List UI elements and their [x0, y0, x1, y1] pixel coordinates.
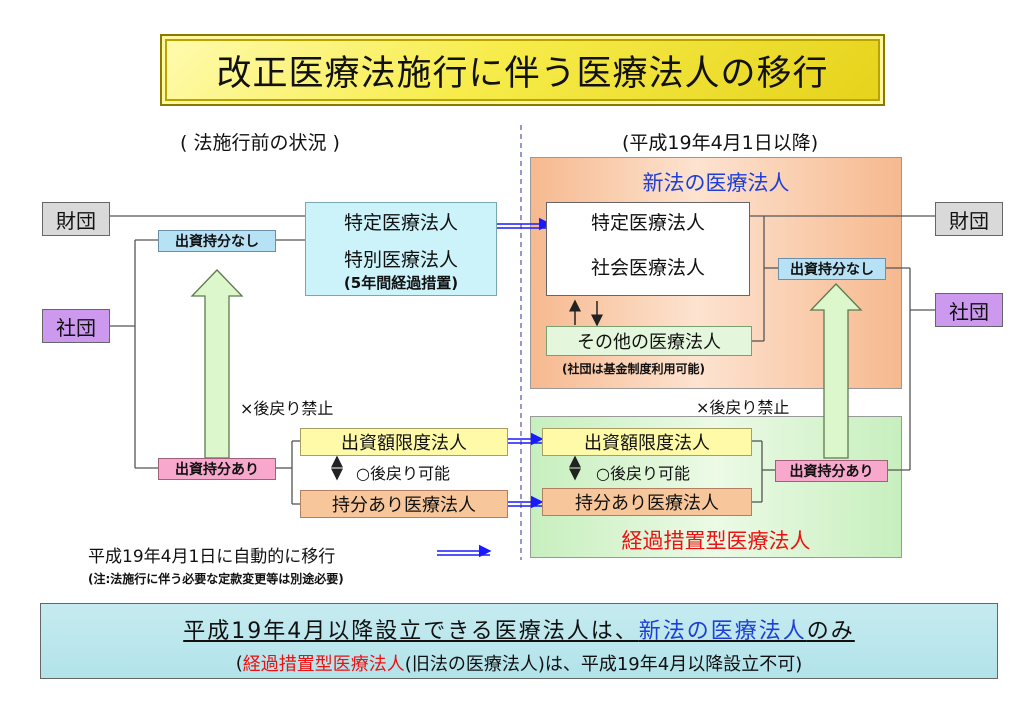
new-tokutei-label: 特定医療法人 — [590, 211, 705, 234]
page-title: 改正医療法施行に伴う医療法人の移行 — [160, 34, 885, 106]
bottom-line1-pre: 平成19年4月以降設立できる医療法人は、 — [183, 619, 639, 644]
old-specified-special-box — [305, 202, 497, 296]
old-tokutei-label: 特定医療法人 — [343, 211, 458, 234]
old-mochibun-box: 持分あり医療法人 — [300, 490, 508, 518]
old-transition-note: (5年間経過措置) — [343, 273, 459, 292]
bottom-line-2: (経過措置型医療法人(旧法の医療法人)は、平成19年4月以降設立不可) — [41, 650, 997, 676]
keika-reversible-note: ○後戻り可能 — [596, 464, 690, 483]
bottom-line2-highlight: 経過措置型医療法人 — [242, 654, 405, 675]
bottom-line2-open: ( — [235, 652, 243, 674]
keika-mochibun-box: 持分あり医療法人 — [542, 488, 752, 516]
right-zaidan-label: 財団 — [935, 202, 1003, 236]
keika-gendo-box: 出資額限度法人 — [542, 428, 752, 456]
bottom-line1-post: のみ — [806, 619, 855, 644]
old-gendo-box: 出資額限度法人 — [300, 428, 508, 456]
right-no-equity-tag: 出資持分なし — [778, 258, 886, 280]
new-sonota-box: その他の医療法人 — [546, 326, 752, 356]
new-law-panel-title: 新法の医療法人 — [642, 171, 790, 195]
bottom-line-1: 平成19年4月以降設立できる医療法人は、新法の医療法人のみ — [41, 608, 997, 650]
right-shadan-label: 社団 — [935, 293, 1003, 327]
new-shakai-label: 社会医療法人 — [590, 256, 705, 279]
new-tokutei-shakai-box — [546, 202, 750, 296]
right-with-equity-tag: 出資持分あり — [775, 460, 888, 482]
left-no-reversion-note: ×後戻り禁止 — [240, 399, 334, 418]
right-no-reversion-note: ×後戻り禁止 — [696, 398, 790, 417]
left-shadan-label: 社団 — [42, 309, 110, 343]
bottom-line2-post: (旧法の医療法人)は、平成19年4月以降設立不可) — [404, 654, 803, 675]
legend-note: (注:法施行に伴う必要な定款変更等は別途必要) — [88, 572, 344, 586]
bottom-banner: 平成19年4月以降設立できる医療法人は、新法の医療法人のみ (経過措置型医療法人… — [40, 603, 998, 679]
bottom-line1-highlight: 新法の医療法人 — [638, 619, 807, 644]
new-kikin-note: (社団は基金制度利用可能) — [562, 362, 705, 376]
legend-auto-transition: 平成19年4月1日に自動的に移行 — [88, 547, 336, 567]
transitional-panel-title: 経過措置型医療法人 — [621, 529, 811, 553]
left-with-equity-tag: 出資持分あり — [158, 458, 276, 480]
right-section-header: (平成19年4月1日以降) — [622, 132, 819, 154]
left-section-header: ( 法施行前の状況 ) — [180, 132, 340, 154]
old-reversible-note: ○後戻り可能 — [356, 464, 450, 483]
left-zaidan-label: 財団 — [42, 202, 110, 236]
left-no-equity-tag: 出資持分なし — [158, 230, 276, 252]
old-tokubetsu-label: 特別医療法人 — [343, 248, 458, 271]
